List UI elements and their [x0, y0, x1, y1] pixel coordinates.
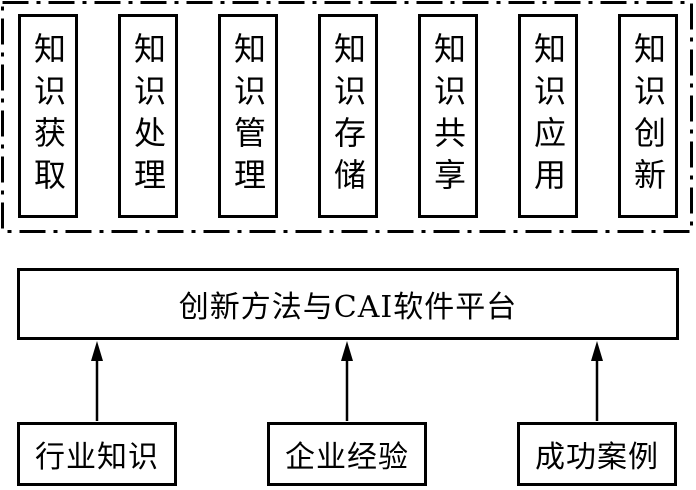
source-industry-knowledge: 行业知识 [17, 422, 177, 486]
platform-box: 创新方法与CAI软件平台 [17, 268, 679, 340]
platform-label: 创新方法与CAI软件平台 [178, 290, 518, 325]
source-success-cases: 成功案例 [517, 422, 677, 486]
stage-label: 知识应用 [529, 32, 567, 200]
stage-label: 知识管理 [229, 32, 267, 200]
source-label: 成功案例 [535, 440, 659, 475]
stage-label: 知识共享 [429, 32, 467, 200]
stage-knowledge-sharing: 知识共享 [418, 14, 478, 218]
arrow-industry-knowledge [91, 341, 103, 421]
stage-knowledge-management: 知识管理 [218, 14, 278, 218]
source-label: 企业经验 [285, 440, 409, 475]
stage-knowledge-application: 知识应用 [518, 14, 578, 218]
stage-label: 知识创新 [629, 32, 667, 200]
source-label: 行业知识 [35, 440, 159, 475]
stage-label: 知识存储 [329, 32, 367, 200]
stage-knowledge-innovation: 知识创新 [618, 14, 678, 218]
stage-knowledge-storage: 知识存储 [318, 14, 378, 218]
stage-knowledge-processing: 知识处理 [118, 14, 178, 218]
stage-knowledge-acquisition: 知识获取 [18, 14, 78, 218]
source-enterprise-experience: 企业经验 [267, 422, 427, 486]
arrow-enterprise-experience [341, 341, 353, 421]
arrow-success-cases [591, 341, 603, 421]
stage-label: 知识处理 [129, 32, 167, 200]
stage-label: 知识获取 [29, 32, 67, 200]
knowledge-process-frame [1, 1, 693, 233]
